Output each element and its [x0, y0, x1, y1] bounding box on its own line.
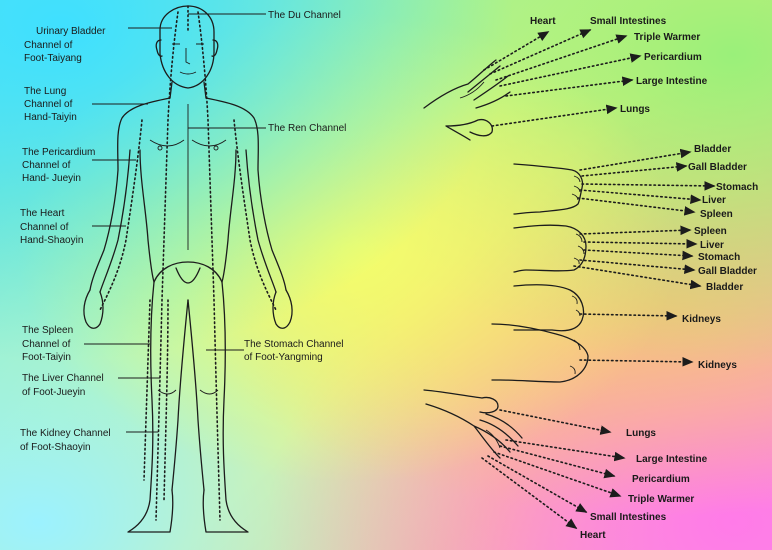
- label-du-channel: The Du Channel: [268, 10, 341, 21]
- label-liver-2: of Foot-Jueyin: [22, 387, 85, 398]
- foot2-liver: Liver: [700, 240, 724, 251]
- label-heart-1: The Heart: [20, 208, 65, 219]
- foot-2-diagram: Spleen Liver Stomach Gall Bladder Bladde…: [513, 224, 757, 293]
- bottom-hand-small-intestines: Small Intestines: [590, 512, 667, 523]
- label-spleen-1: The Spleen: [22, 325, 73, 336]
- label-stomach-2: of Foot-Yangming: [244, 352, 323, 363]
- top-hand-lungs: Lungs: [620, 104, 650, 115]
- foot1-gall-bladder: Gall Bladder: [688, 162, 747, 173]
- sole1-kidneys: Kidneys: [682, 314, 721, 325]
- label-stomach-1: The Stomach Channel: [244, 339, 344, 350]
- label-pericardium-1: The Pericardium: [22, 147, 95, 158]
- body-leader-lines: [84, 13, 266, 433]
- bottom-hand-large-intestine: Large Intestine: [636, 454, 708, 465]
- bottom-hand-heart: Heart: [580, 530, 606, 541]
- label-heart-3: Hand-Shaoyin: [20, 235, 83, 246]
- body-labels: The Du Channel Urinary Bladder Channel o…: [20, 10, 346, 453]
- label-bladder-1: Urinary Bladder: [36, 26, 106, 37]
- human-body-figure: [83, 5, 293, 533]
- foot2-gall-bladder: Gall Bladder: [698, 266, 757, 277]
- foot1-liver: Liver: [702, 195, 726, 206]
- label-pericardium-2: Channel of: [22, 160, 71, 171]
- top-hand-large-intestine: Large Intestine: [636, 76, 708, 87]
- label-bladder-2: Channel of: [24, 40, 73, 51]
- top-hand-heart: Heart: [530, 16, 556, 27]
- sole-2-diagram: Kidneys: [491, 323, 737, 383]
- label-ren-channel: The Ren Channel: [268, 123, 346, 134]
- foot2-spleen: Spleen: [694, 226, 727, 237]
- label-spleen-2: Channel of: [22, 339, 71, 350]
- label-kidney-2: of Foot-Shaoyin: [20, 442, 91, 453]
- bottom-hand-diagram: Lungs Large Intestine Pericardium Triple…: [423, 389, 708, 541]
- foot2-bladder: Bladder: [706, 282, 743, 293]
- top-hand-triple-warmer: Triple Warmer: [634, 32, 700, 43]
- top-hand-diagram: Heart Small Intestines Triple Warmer Per…: [423, 16, 708, 141]
- top-hand-small-intestines: Small Intestines: [590, 16, 667, 27]
- sole-1-diagram: Kidneys: [513, 284, 721, 332]
- label-spleen-3: Foot-Taiyin: [22, 352, 71, 363]
- bottom-hand-triple-warmer: Triple Warmer: [628, 494, 694, 505]
- label-lung-1: The Lung: [24, 86, 66, 97]
- label-bladder-3: Foot-Taiyang: [24, 53, 82, 64]
- label-heart-2: Channel of: [20, 222, 69, 233]
- sole2-kidneys: Kidneys: [698, 360, 737, 371]
- bottom-hand-lungs: Lungs: [626, 428, 656, 439]
- label-pericardium-3: Hand- Jueyin: [22, 173, 81, 184]
- label-liver-1: The Liver Channel: [22, 373, 104, 384]
- foot2-stomach: Stomach: [698, 252, 740, 263]
- foot1-spleen: Spleen: [700, 209, 733, 220]
- foot1-stomach: Stomach: [716, 182, 758, 193]
- label-kidney-1: The Kidney Channel: [20, 428, 111, 439]
- foot-1-diagram: Bladder Gall Bladder Stomach Liver Splee…: [513, 144, 758, 220]
- bottom-hand-pericardium: Pericardium: [632, 474, 690, 485]
- foot1-bladder: Bladder: [694, 144, 731, 155]
- label-lung-2: Channel of: [24, 99, 73, 110]
- label-lung-3: Hand-Taiyin: [24, 112, 77, 123]
- top-hand-pericardium: Pericardium: [644, 52, 702, 63]
